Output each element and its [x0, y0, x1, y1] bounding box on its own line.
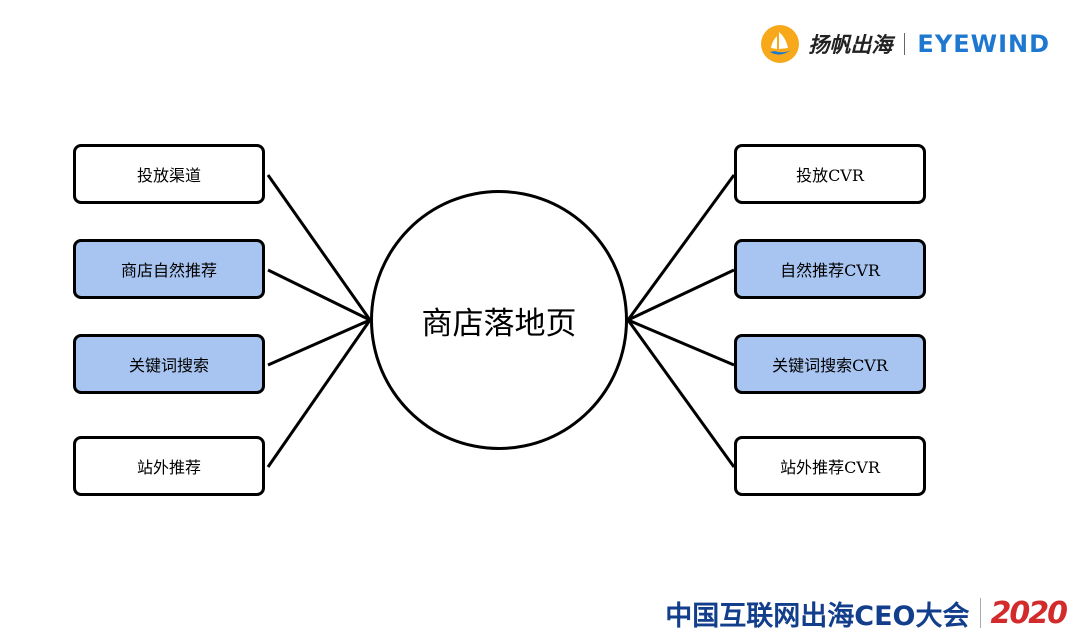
- brand-name-cn: 扬帆出海: [808, 33, 893, 57]
- hub-label: 商店落地页: [421, 305, 577, 342]
- left-node-label: 关键词搜索: [128, 356, 209, 375]
- left-node-channel: 投放渠道: [73, 144, 265, 204]
- brand-header: 扬帆出海 EYEWIND: [760, 22, 1050, 66]
- connector-left-2: [267, 268, 371, 322]
- footer-divider: [979, 598, 981, 628]
- left-node-label: 站外推荐: [136, 458, 201, 477]
- left-node-label: 商店自然推荐: [120, 261, 217, 280]
- event-year: 2020: [990, 595, 1068, 631]
- event-name: 中国互联网出海CEO大会: [665, 600, 970, 632]
- right-node-keyword-cvr: 关键词搜索CVR: [734, 334, 926, 394]
- right-node-label: 投放CVR: [796, 166, 864, 185]
- right-node-label: 关键词搜索CVR: [772, 356, 888, 375]
- right-node-ad-cvr: 投放CVR: [734, 144, 926, 204]
- connector-left-4: [266, 319, 372, 468]
- connector-right-2: [627, 268, 735, 322]
- connector-right-1: [626, 174, 736, 321]
- hub-store-landing-page: 商店落地页: [370, 190, 628, 450]
- brand-divider: [904, 33, 906, 55]
- right-node-external-cvr: 站外推荐CVR: [734, 436, 926, 496]
- right-node-organic-cvr: 自然推荐CVR: [734, 239, 926, 299]
- right-node-label: 站外推荐CVR: [780, 458, 880, 477]
- left-node-external-recommend: 站外推荐: [73, 436, 265, 496]
- right-node-label: 自然推荐CVR: [780, 261, 880, 280]
- brand-name-en: EYEWIND: [917, 30, 1050, 58]
- left-node-keyword-search: 关键词搜索: [73, 334, 265, 394]
- connector-right-3: [627, 318, 735, 367]
- left-node-label: 投放渠道: [136, 166, 201, 185]
- connector-left-3: [267, 318, 371, 367]
- connector-left-1: [266, 174, 372, 321]
- left-node-store-recommend: 商店自然推荐: [73, 239, 265, 299]
- connector-right-4: [626, 319, 736, 468]
- footer-event-banner: 中国互联网出海CEO大会 2020: [665, 593, 1068, 633]
- sail-logo-icon: [761, 25, 800, 63]
